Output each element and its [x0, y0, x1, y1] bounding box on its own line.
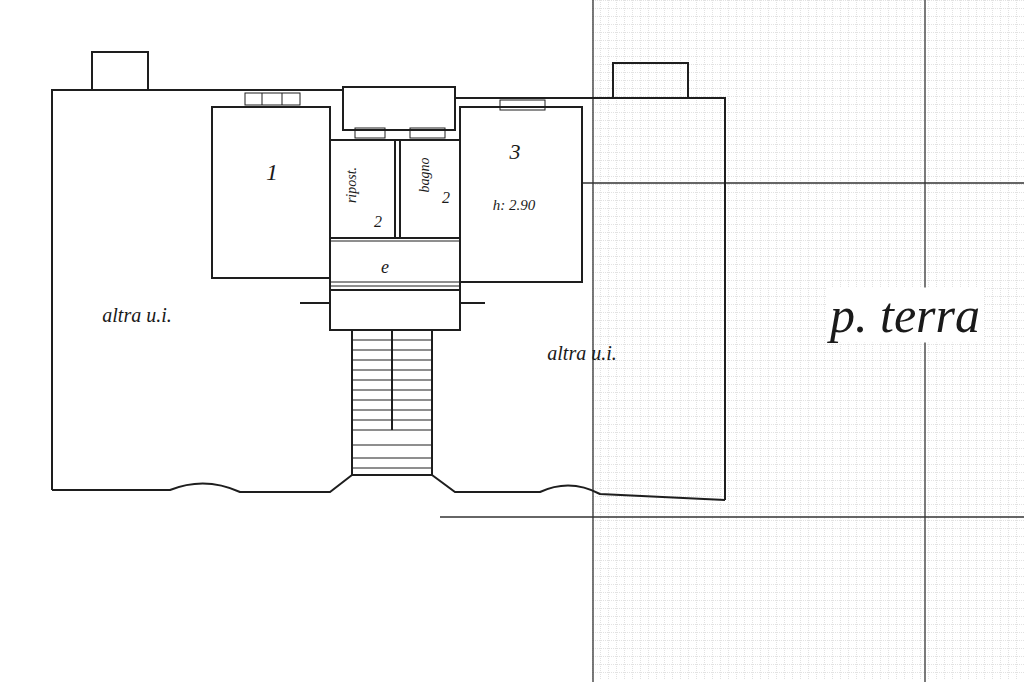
room-label: bagno — [417, 158, 432, 193]
room-label: 3 — [510, 140, 521, 164]
room-label: h: 2.90 — [493, 197, 536, 214]
room: altra u.i. — [430, 98, 725, 500]
room-label: e — [381, 258, 389, 278]
room: e — [330, 241, 460, 282]
room-label: altra u.i. — [102, 304, 172, 326]
room-label: 1 — [266, 159, 278, 185]
room-label: 2 — [374, 213, 382, 231]
room: altra u.i. — [52, 90, 330, 490]
room-label: altra u.i. — [547, 342, 617, 364]
room: bagno 2 — [400, 140, 460, 238]
room: 3 h: 2.90 — [460, 107, 582, 282]
room-label: ripost. — [344, 167, 359, 203]
room: 1 — [212, 107, 330, 278]
floor-label: p. terra — [826, 288, 984, 343]
room-label: 2 — [442, 189, 450, 207]
room: ripost. 2 — [330, 140, 395, 238]
